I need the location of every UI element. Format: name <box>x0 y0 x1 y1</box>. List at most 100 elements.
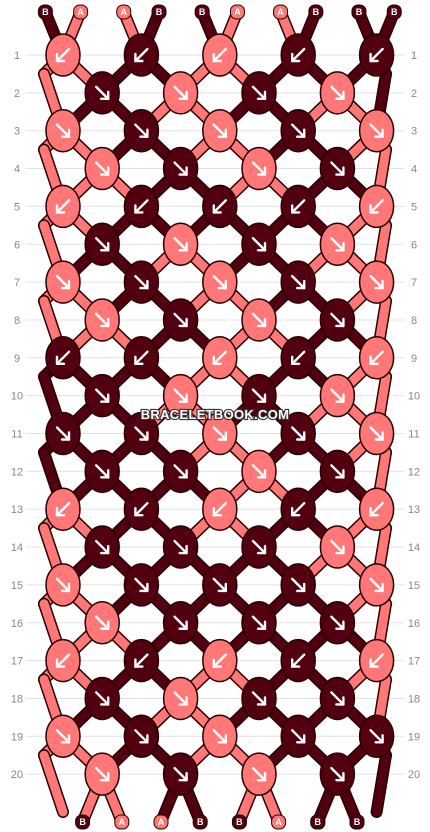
knot[interactable] <box>45 336 81 380</box>
knot[interactable] <box>280 33 316 77</box>
knot[interactable] <box>202 260 238 304</box>
knot[interactable] <box>84 676 120 721</box>
knot[interactable] <box>45 184 81 229</box>
arrow-head <box>217 128 228 138</box>
knot[interactable] <box>202 33 238 77</box>
knot[interactable] <box>319 373 356 418</box>
knot[interactable] <box>84 222 120 266</box>
arrow-down-right-icon <box>173 766 188 782</box>
knot[interactable] <box>319 222 356 266</box>
knot[interactable] <box>358 336 395 380</box>
knot[interactable] <box>280 260 316 304</box>
knot[interactable] <box>280 411 316 456</box>
knot[interactable] <box>319 525 356 569</box>
knot[interactable] <box>280 638 316 683</box>
knot[interactable] <box>123 638 160 683</box>
arrow-down-right-icon <box>94 691 110 706</box>
knot[interactable] <box>319 752 356 796</box>
knot[interactable] <box>45 108 81 153</box>
bottom-strand-end: B <box>231 814 247 830</box>
knot[interactable] <box>358 184 395 229</box>
knot[interactable] <box>84 449 120 494</box>
knot[interactable] <box>358 563 395 607</box>
knot[interactable] <box>84 601 120 645</box>
knot[interactable] <box>162 146 199 191</box>
knot[interactable] <box>162 222 199 266</box>
knot[interactable] <box>358 108 395 153</box>
knot[interactable] <box>123 108 160 153</box>
knot[interactable] <box>123 563 160 607</box>
arrow-head <box>60 431 71 441</box>
knot[interactable] <box>162 752 199 796</box>
knot[interactable] <box>123 184 160 229</box>
knot[interactable] <box>241 222 277 266</box>
knot[interactable] <box>162 71 199 115</box>
bottom-strand-end: A <box>114 814 130 830</box>
knot[interactable] <box>202 638 238 683</box>
knot[interactable] <box>162 525 199 569</box>
knot[interactable] <box>319 676 356 721</box>
knot[interactable] <box>45 260 81 304</box>
knot[interactable] <box>280 336 316 380</box>
knot[interactable] <box>241 373 277 418</box>
knot[interactable] <box>84 146 120 191</box>
knot[interactable] <box>45 487 81 531</box>
knot[interactable] <box>241 449 277 494</box>
knot[interactable] <box>202 411 238 456</box>
knot[interactable] <box>319 146 356 191</box>
knot[interactable] <box>241 298 277 342</box>
knot[interactable] <box>123 260 160 304</box>
knot[interactable] <box>202 714 238 759</box>
knot[interactable] <box>319 601 356 645</box>
knot[interactable] <box>280 487 316 531</box>
knot[interactable] <box>241 676 277 721</box>
knot[interactable] <box>280 184 316 229</box>
knot[interactable] <box>162 676 199 721</box>
knot[interactable] <box>123 336 160 380</box>
knot[interactable] <box>358 638 395 683</box>
knot[interactable] <box>202 336 238 380</box>
knot[interactable] <box>84 373 120 418</box>
knot[interactable] <box>45 638 81 683</box>
knot[interactable] <box>123 33 160 77</box>
knot[interactable] <box>202 108 238 153</box>
knot[interactable] <box>45 33 81 77</box>
knot[interactable] <box>319 298 356 342</box>
knot[interactable] <box>84 752 120 796</box>
knot[interactable] <box>45 563 81 607</box>
knot[interactable] <box>241 71 277 115</box>
knot[interactable] <box>84 298 120 342</box>
knot[interactable] <box>45 411 81 456</box>
knot[interactable] <box>162 601 199 645</box>
knot[interactable] <box>280 563 316 607</box>
knot[interactable] <box>358 714 395 759</box>
knot[interactable] <box>162 373 199 418</box>
knot[interactable] <box>280 714 316 759</box>
knot[interactable] <box>358 487 395 531</box>
knot[interactable] <box>84 71 120 115</box>
knot[interactable] <box>319 449 356 494</box>
knot[interactable] <box>45 714 81 759</box>
strand-color-label: B <box>315 817 322 827</box>
knot[interactable] <box>123 411 160 456</box>
arrow-down-right-icon <box>330 464 345 479</box>
knot[interactable] <box>162 449 199 494</box>
knot[interactable] <box>123 487 160 531</box>
arrow-head <box>212 507 223 517</box>
row-label-right: 3 <box>411 126 417 138</box>
knot[interactable] <box>241 752 277 796</box>
knot[interactable] <box>162 298 199 342</box>
knot[interactable] <box>358 260 395 304</box>
knot[interactable] <box>241 601 277 645</box>
knot[interactable] <box>123 714 160 759</box>
knot[interactable] <box>202 184 238 229</box>
knot[interactable] <box>280 108 316 153</box>
knot[interactable] <box>202 487 238 531</box>
knot[interactable] <box>84 525 120 569</box>
knot[interactable] <box>241 146 277 191</box>
knot[interactable] <box>202 563 238 607</box>
knot[interactable] <box>358 411 395 456</box>
knot[interactable] <box>241 525 277 569</box>
knot[interactable] <box>358 33 395 77</box>
knot[interactable] <box>319 71 356 115</box>
